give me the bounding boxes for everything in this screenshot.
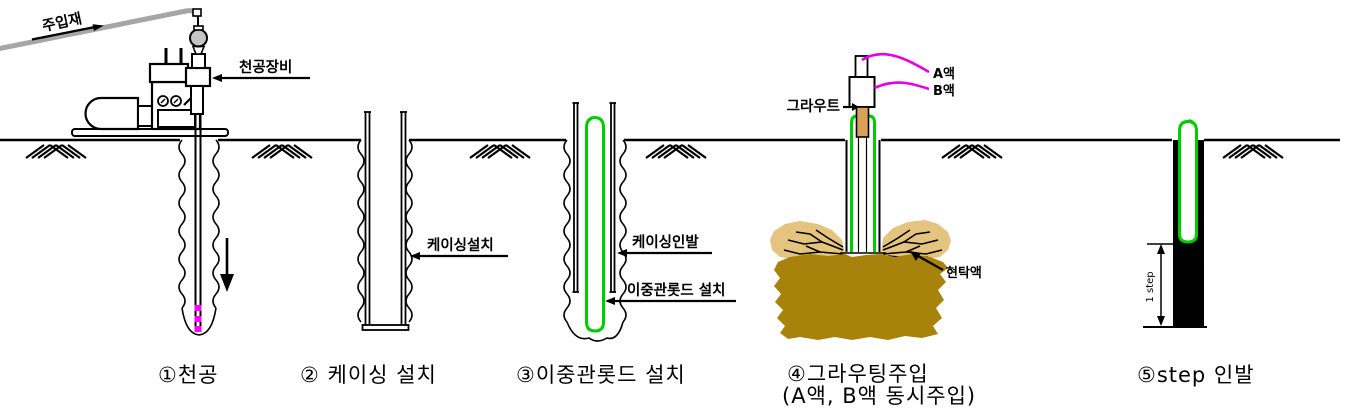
step1-drilling-group: 주입재: [0, 8, 310, 387]
step1-borehole: [178, 139, 220, 336]
grout-bulb: [774, 254, 948, 340]
step4-caption-line1: ④그라우팅주입: [787, 362, 929, 386]
drilling-equipment-label: 천공장비: [239, 58, 292, 76]
step2-borehole: [357, 139, 413, 323]
step-dimension-label: 1 step: [1145, 271, 1156, 302]
step-dimension: [1143, 243, 1207, 328]
double-pipe-rod: [585, 115, 605, 333]
casing-pull-leader-arrow-icon: [617, 249, 712, 257]
hose-b: [873, 81, 930, 91]
step5-withdrawal-group: 1 step ⑤step 인발: [1137, 119, 1255, 387]
withdrawn-rod-green: [1178, 119, 1198, 244]
machine-leader-arrow-icon: [212, 74, 310, 82]
rod-install-label: 이중관롯드 설치: [627, 282, 725, 299]
grout-leader-arrow-icon: [843, 103, 859, 111]
step1-caption: ①천공: [158, 363, 218, 387]
chemical-hoses: [861, 52, 930, 91]
rod-install-leader-arrow-icon: [605, 297, 736, 305]
casing-pipe: [361, 111, 410, 331]
suspension-wings: [770, 220, 951, 259]
casing-install-label: 케이싱설치: [427, 237, 494, 254]
injection-direction-arrow-icon: [31, 24, 104, 41]
step3-caption: ③이중관롯드 설치: [516, 363, 686, 387]
grout-label: 그라우트: [787, 98, 840, 115]
drilling-machine: [71, 8, 229, 137]
drill-rod: [194, 114, 202, 332]
inner-rod-lines: [857, 136, 868, 252]
step2-casing-group: 케이싱설치 ② 케이싱 설치: [300, 111, 508, 387]
step2-caption: ② 케이싱 설치: [300, 363, 437, 387]
casing-install-leader-arrow-icon: [410, 252, 508, 260]
liquid-a-label: A액: [933, 67, 955, 82]
step4-grouting-group: A액 B액 그라우트 현탁액 ④그라우팅주입 (A액, B액 동시주입): [770, 52, 982, 408]
drilling-down-arrow-icon: [220, 238, 234, 292]
step4-borehole-walls: [845, 140, 881, 252]
hose-a: [861, 52, 930, 74]
step3-borehole: [563, 139, 627, 342]
liquid-b-label: B액: [933, 84, 955, 99]
casing-pull-label: 케이싱인발: [632, 233, 699, 251]
step3-rod-group: 케이싱인발 이중관롯드 설치 ③이중관롯드 설치: [516, 102, 736, 387]
grout-rod: [855, 106, 870, 138]
drill-bit-tip: [194, 305, 202, 332]
swivel-ball: [189, 28, 208, 48]
step4-caption-line2: (A액, B액 동시주입): [782, 384, 976, 408]
injection-hose: [0, 8, 201, 51]
withdrawn-casing-pipe: [572, 102, 616, 293]
suspension-label: 현탁액: [946, 265, 982, 281]
injection-head-fitting: [848, 55, 876, 138]
step5-caption: ⑤step 인발: [1137, 363, 1255, 387]
suspension-leader-arrow-icon: [910, 251, 944, 271]
